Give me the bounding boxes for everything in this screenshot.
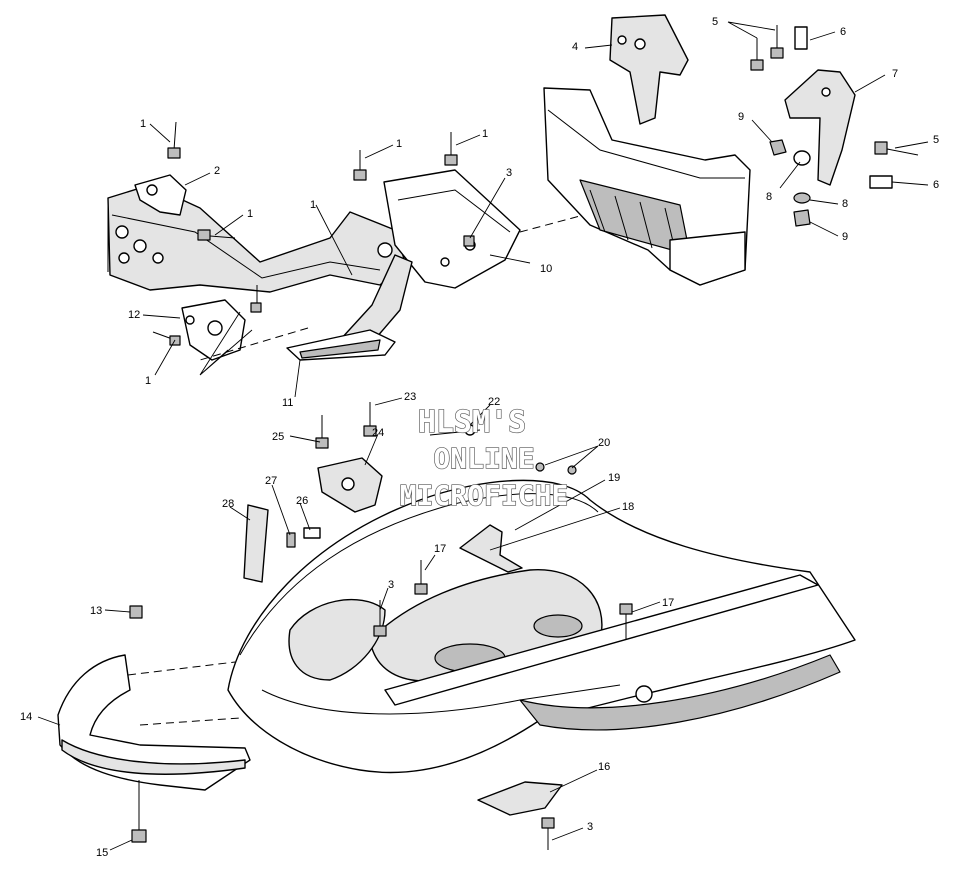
callout-1: 1 [396, 138, 402, 150]
callout-1: 1 [247, 208, 253, 220]
bolt-set-upper-left [152, 121, 475, 346]
callout-7: 7 [892, 68, 898, 80]
callout-9: 9 [842, 231, 848, 243]
callout-27: 27 [265, 475, 277, 487]
leader-lines [37, 21, 929, 851]
side-decal [243, 504, 269, 583]
callout-3: 3 [587, 821, 593, 833]
callout-1: 1 [482, 128, 488, 140]
mount-plate-top [134, 174, 187, 216]
callout-28: 28 [222, 498, 234, 510]
lower-bracket [286, 329, 396, 361]
callout-14: 14 [20, 711, 32, 723]
callout-1: 1 [140, 118, 146, 130]
callout-15: 15 [96, 847, 108, 859]
hood-hardware [129, 402, 633, 850]
watermark-line-3: MICROFICHE [400, 479, 569, 512]
bumper [57, 654, 251, 791]
side-mount-bracket [784, 69, 856, 186]
skid-plate [477, 781, 563, 816]
callout-1: 1 [145, 375, 151, 387]
callout-20: 20 [598, 437, 610, 449]
callout-17: 17 [662, 597, 674, 609]
front-frame-rail [107, 184, 406, 293]
callout-24: 24 [372, 427, 384, 439]
callout-11: 11 [282, 397, 293, 409]
callout-3: 3 [506, 167, 512, 179]
callout-13: 13 [90, 605, 102, 617]
callout-2: 2 [214, 165, 220, 177]
callout-23: 23 [404, 391, 416, 403]
steering-cover [317, 457, 383, 513]
callout-1: 1 [310, 199, 316, 211]
callout-5: 5 [933, 134, 939, 146]
callout-25: 25 [272, 431, 284, 443]
assembly-line-d [139, 717, 241, 726]
callout-4: 4 [572, 41, 578, 53]
nose-pan-body [227, 479, 856, 774]
callout-17: 17 [434, 543, 446, 555]
callout-9: 9 [738, 111, 744, 123]
watermark-line-1: HLSM'S [418, 405, 526, 440]
callout-16: 16 [598, 761, 610, 773]
callout-22: 22 [488, 396, 500, 408]
callout-3: 3 [388, 579, 394, 591]
callout-8: 8 [766, 191, 772, 203]
callout-10: 10 [540, 263, 552, 275]
callout-6: 6 [933, 179, 939, 191]
callout-18: 18 [622, 501, 634, 513]
watermark-line-2: ONLINE [433, 442, 534, 475]
callout-26: 26 [296, 495, 308, 507]
mount-plate-left [181, 299, 246, 361]
callout-19: 19 [608, 472, 620, 484]
callout-6: 6 [840, 26, 846, 38]
callout-8: 8 [842, 198, 848, 210]
gauge-bracket [459, 524, 523, 573]
upper-mount-bracket [609, 14, 689, 125]
assembly-line-c [127, 661, 236, 676]
assembly-line-a [199, 327, 309, 361]
callout-5: 5 [712, 16, 718, 28]
callout-12: 12 [128, 309, 140, 321]
front-bulkhead [543, 87, 751, 286]
